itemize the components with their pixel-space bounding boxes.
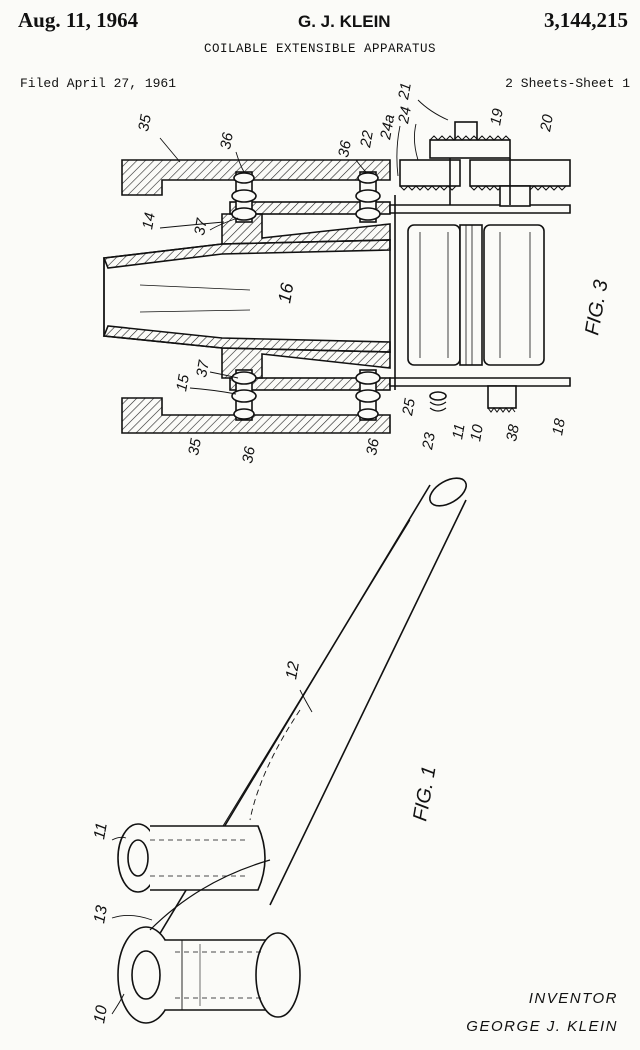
- bolt-group-bottom: [231, 369, 381, 421]
- ref-numeral: 18: [549, 417, 569, 437]
- ref-numeral: 10: [467, 423, 487, 443]
- top-wall-section: [121, 159, 391, 196]
- gear-train: [399, 121, 571, 207]
- ref-numeral: 12: [283, 660, 303, 681]
- inventor-name: GEORGE J. KLEIN: [466, 1018, 618, 1035]
- ref-numeral: 16: [274, 281, 297, 305]
- sheet-indicator: 2 Sheets-Sheet 1: [505, 76, 630, 91]
- ref-numeral: 21: [395, 81, 415, 101]
- bottom-hardware: [429, 385, 517, 413]
- ref-numeral: 36: [217, 131, 237, 151]
- ref-numeral: 36: [335, 139, 355, 159]
- ref-numeral: 22: [357, 129, 377, 150]
- tube-right-edge: [269, 499, 467, 906]
- filed-date: Filed April 27, 1961: [20, 76, 177, 91]
- ref-numeral: 36: [363, 437, 383, 457]
- ref-numeral: 35: [185, 437, 205, 457]
- fig3-ref-numerals: 35 36 36 22 24a 24 21 19 20 14 37 16 37 …: [135, 81, 612, 464]
- ref-numeral: 24: [395, 105, 415, 125]
- bottom-wall-section: [121, 397, 391, 434]
- ref-numeral: 19: [487, 107, 507, 127]
- inventor-short-name: G. J. KLEIN: [298, 12, 391, 31]
- fig3-caption: FIG. 3: [581, 278, 612, 337]
- ref-numeral: 23: [419, 431, 439, 452]
- patent-number: 3,144,215: [544, 8, 628, 32]
- fig1-caption: FIG. 1: [409, 764, 440, 823]
- ref-numeral: 38: [503, 423, 523, 443]
- ref-numeral: 36: [239, 445, 259, 465]
- spool-11: [117, 823, 266, 893]
- fig3-leader-lines: [159, 99, 449, 395]
- ref-numeral: 11: [449, 422, 468, 440]
- ref-numeral: 25: [399, 397, 419, 418]
- ref-numeral: 14: [139, 211, 159, 230]
- ref-numeral: 20: [537, 113, 557, 134]
- fig3-drawing: [102, 121, 571, 434]
- spool-assembly: [407, 224, 545, 366]
- ref-numeral: 10: [91, 1004, 111, 1025]
- fig1-leader-lines: [111, 689, 313, 1015]
- spool-10: [117, 926, 301, 1024]
- ref-numeral: 37: [191, 217, 211, 237]
- ref-numeral: 13: [91, 904, 111, 925]
- ref-numeral: 11: [91, 821, 111, 840]
- ref-numeral: 24a: [377, 113, 398, 142]
- fig1-drawing: [117, 477, 467, 1024]
- ref-numeral: 15: [173, 373, 193, 393]
- bolt-group-top: [231, 171, 381, 223]
- ref-numeral: 35: [135, 113, 155, 133]
- inventor-label: INVENTOR: [528, 990, 618, 1007]
- patent-title: COILABLE EXTENSIBLE APPARATUS: [203, 42, 437, 56]
- ref-numeral: 37: [193, 359, 213, 379]
- patent-date: Aug. 11, 1964: [18, 8, 139, 32]
- tube-end: [429, 477, 467, 507]
